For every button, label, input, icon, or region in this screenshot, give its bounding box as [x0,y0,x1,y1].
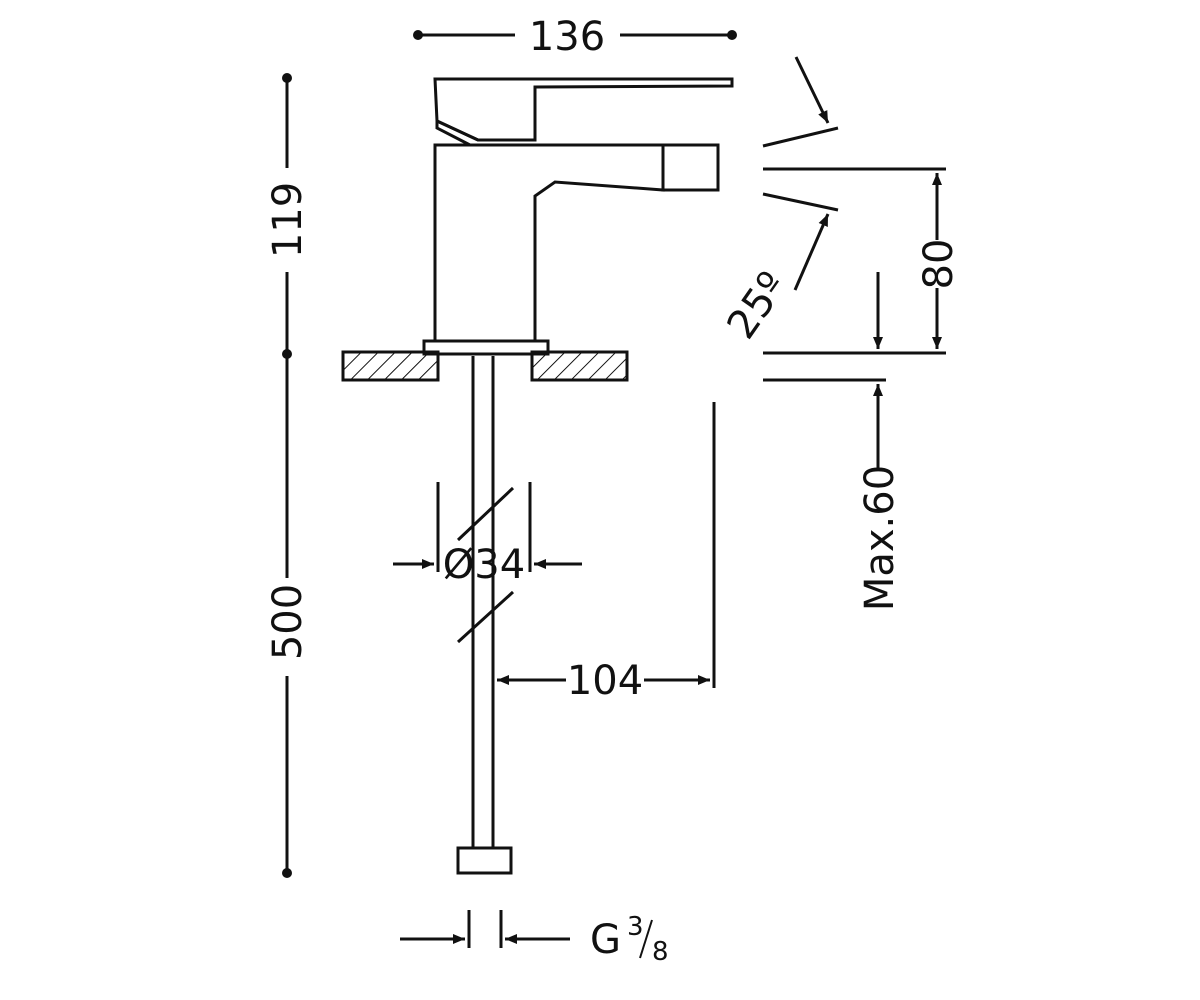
dim-thread [400,910,570,948]
label-thread-numerator: 3 [627,912,644,942]
deck-section [341,350,629,382]
label-reach-104: 104 [567,658,643,704]
label-angle-25: 25º [719,264,797,348]
label-thread: G 3 8 [590,912,669,967]
dim-spray-height-80 [763,167,946,355]
label-height-119: 119 [265,182,311,258]
dim-deck-max60 [763,272,886,468]
label-max-60: Max.60 [857,465,903,611]
label-height-80: 80 [916,239,962,290]
supply-hose [456,356,513,875]
dim-hole-diameter [393,482,582,644]
dim-reach-104 [497,402,716,688]
label-diameter-34: Ø34 [443,542,525,588]
faucet-handle [433,77,734,147]
label-thread-letter: G [590,917,621,963]
dim-width-136 [413,30,737,40]
label-thread-denominator: 8 [652,937,669,967]
dim-height-left [282,73,292,878]
label-length-500: 500 [265,584,311,660]
label-width-136: 136 [529,14,605,60]
dim-spray-angle [762,56,839,291]
faucet-body [422,143,720,356]
